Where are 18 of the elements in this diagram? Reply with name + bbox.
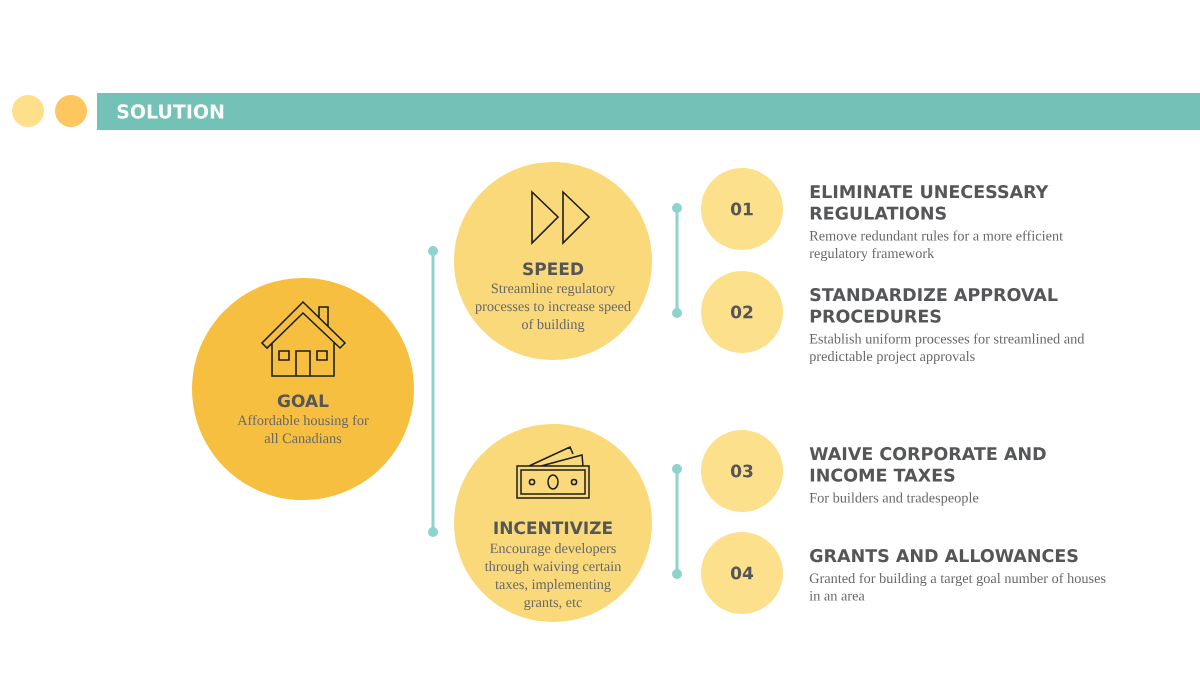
category-circle <box>454 162 652 360</box>
item-heading: STANDARDIZE APPROVAL PROCEDURES <box>810 288 1058 323</box>
item-description: Establish uniform processes for streamlined and predictable project approvals <box>809 333 1085 364</box>
item-heading: WAIVE CORPORATE AND INCOME TAXES <box>809 447 1046 482</box>
title-bar: SOLUTION <box>97 93 1200 130</box>
circle-heading: INCENTIVIZE <box>494 521 612 535</box>
circle-description: Streamline regulatory processes to increase speed of building <box>475 283 631 333</box>
item-description: Granted for building a target goal number of houses in an area <box>809 572 1106 601</box>
circle-description: Encourage developers through waiving certain taxes, implementing grants, etc <box>484 543 622 611</box>
circle-heading: SPEED <box>523 262 584 276</box>
item-heading: GRANTS AND ALLOWANCES <box>810 549 1078 563</box>
circle-heading: GOAL <box>277 394 329 408</box>
item-heading: ELIMINATE UNECESSARY REGULATIONS <box>810 185 1049 220</box>
goal-circle <box>192 278 414 500</box>
circle-description: Affordable housing for all Canadians <box>237 414 369 444</box>
category-circle <box>454 424 652 622</box>
item-description: Remove redundant rules for a more efficient regulatory framework <box>809 230 1063 262</box>
item-description: For builders and tradespeople <box>809 492 979 506</box>
